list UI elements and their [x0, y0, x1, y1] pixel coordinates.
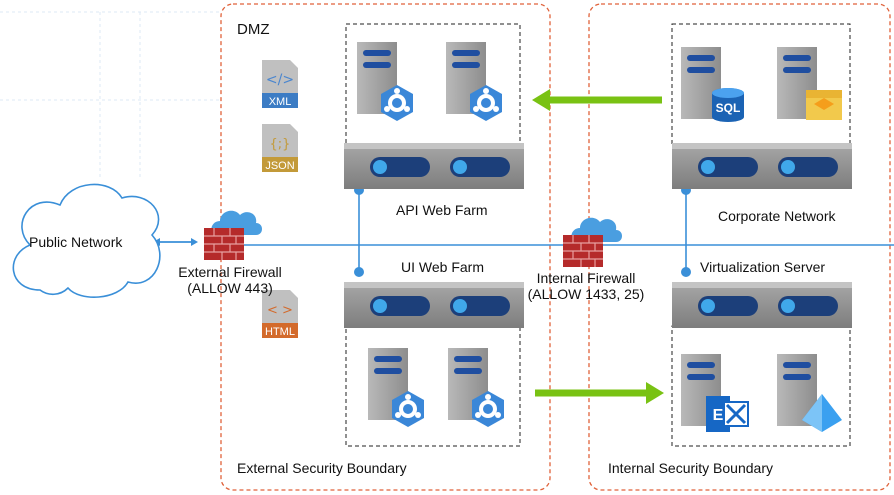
virtualization-server-switch — [672, 282, 852, 328]
public-network-label: Public Network — [29, 234, 123, 250]
internal-firewall-name: Internal Firewall — [536, 270, 636, 286]
external-firewall-name: External Firewall — [178, 264, 282, 280]
html-file-icon: < > HTML — [262, 290, 298, 338]
external-firewall-rule: (ALLOW 443) — [187, 280, 273, 296]
corporate-network-label: Corporate Network — [718, 208, 836, 224]
public-network-cloud — [12, 183, 161, 298]
svg-text:< >: < > — [267, 303, 293, 318]
internal-boundary-label: Internal Security Boundary — [608, 460, 773, 476]
sql-icon-label: SQL — [716, 101, 741, 115]
svg-text:JSON: JSON — [265, 160, 294, 172]
svg-text:{;}: {;} — [270, 137, 291, 152]
exchange-server: E — [681, 354, 749, 432]
dmz-label: DMZ — [237, 21, 270, 38]
storage-server — [777, 47, 842, 120]
svg-text:</>: </> — [266, 72, 294, 88]
svg-text:E: E — [713, 407, 724, 424]
api-web-farm-label: API Web Farm — [396, 202, 488, 218]
ui-server-1 — [368, 348, 424, 427]
corporate-network-switch — [672, 143, 852, 189]
internal-firewall-rule: (ALLOW 1433, 25) — [527, 286, 645, 302]
internal-firewall-icon — [562, 217, 622, 268]
ui-web-farm-switch — [344, 282, 524, 328]
virtualization-server-box — [671, 325, 851, 447]
active-directory-server — [777, 354, 842, 432]
external-boundary-label: External Security Boundary — [237, 460, 407, 476]
background-guides — [0, 11, 220, 180]
external-firewall-icon — [203, 210, 262, 261]
sql-server: SQL — [681, 47, 744, 122]
ui-web-farm-label: UI Web Farm — [401, 259, 484, 275]
api-web-farm-switch — [344, 143, 524, 189]
ui-server-2 — [448, 348, 504, 427]
xml-file-icon: </> XML — [262, 60, 298, 108]
internal-firewall-label: Internal Firewall (ALLOW 1433, 25) — [518, 270, 654, 302]
virtualization-server-label: Virtualization Server — [700, 259, 826, 275]
svg-text:HTML: HTML — [265, 326, 295, 338]
api-server-2 — [446, 42, 502, 121]
external-firewall-label: External Firewall (ALLOW 443) — [168, 264, 292, 296]
json-file-icon: {;} JSON — [262, 124, 298, 172]
svg-text:XML: XML — [269, 96, 292, 108]
api-server-1 — [357, 42, 413, 121]
